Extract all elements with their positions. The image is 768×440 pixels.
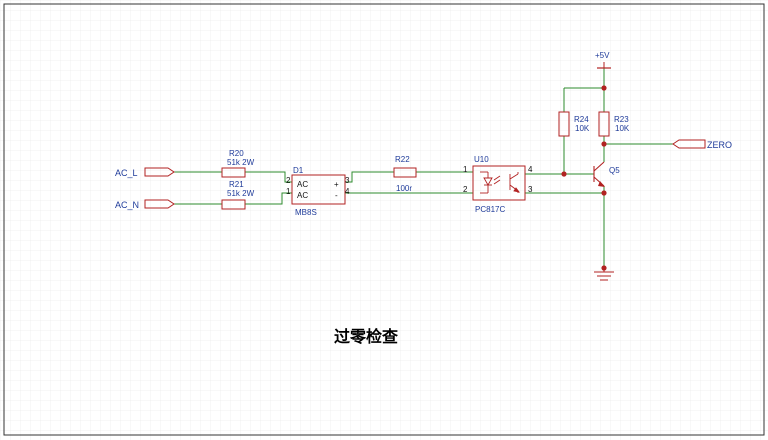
d1-pin-plus-label: + — [334, 180, 339, 189]
r22-ref: R22 — [395, 155, 410, 164]
power-5v-label: +5V — [595, 51, 610, 60]
d1-pin3-number: 3 — [345, 176, 350, 185]
d1-part: MB8S — [295, 208, 317, 217]
d1-ref: D1 — [293, 166, 304, 175]
u10-pin3-number: 3 — [528, 185, 533, 194]
d1-pin-ac1-label: AC — [297, 180, 308, 189]
ground-icon[interactable] — [594, 268, 614, 281]
port-zero[interactable]: ZERO — [672, 139, 732, 150]
u10-pin1-number: 1 — [463, 165, 468, 174]
port-ac-l[interactable]: AC_L — [115, 167, 175, 178]
resistor-r22[interactable]: R22 100r — [393, 155, 417, 193]
transistor-q5[interactable]: Q5 — [593, 161, 620, 187]
power-5v[interactable]: +5V — [595, 51, 611, 69]
r21-value: 51k 2W — [227, 189, 255, 198]
d1-pin2-number: 2 — [286, 176, 291, 185]
u10-ref: U10 — [474, 155, 489, 164]
u10-pin4-number: 4 — [528, 165, 533, 174]
port-zero-label: ZERO — [707, 140, 732, 150]
u10-pin2-number: 2 — [463, 185, 468, 194]
resistor-r21[interactable]: R21 51k 2W — [221, 180, 255, 210]
port-ac-n[interactable]: AC_N — [115, 199, 175, 210]
resistor-r20[interactable]: R20 51k 2W — [221, 149, 255, 178]
junction-dot — [561, 171, 567, 177]
d1-pin1-number: 1 — [286, 187, 291, 196]
led-icon — [480, 171, 501, 194]
junction-dot — [601, 85, 607, 91]
junction-dot — [601, 190, 607, 196]
r20-value: 51k 2W — [227, 158, 255, 167]
resistor-r24[interactable]: R24 10K — [558, 111, 590, 137]
sheet-frame — [3, 3, 765, 436]
r20-ref: R20 — [229, 149, 244, 158]
resistor-r23[interactable]: R23 10K — [598, 111, 630, 137]
d1-pin-ac2-label: AC — [297, 191, 308, 200]
emitter-arrow-icon — [598, 181, 605, 187]
diagram-title: 过零检查 — [334, 327, 398, 346]
r23-ref: R23 — [614, 115, 629, 124]
bridge-rectifier-d1[interactable]: D1 MB8S AC AC + - 2 1 3 4 — [286, 166, 350, 217]
r22-value: 100r — [396, 184, 412, 193]
wires — [174, 68, 673, 268]
q5-ref: Q5 — [609, 166, 620, 175]
r24-value: 10K — [575, 124, 590, 133]
phototransistor-icon — [509, 172, 521, 193]
r21-ref: R21 — [229, 180, 244, 189]
junctions — [561, 85, 607, 271]
junction-dot — [601, 141, 607, 147]
port-ac-l-label: AC_L — [115, 168, 138, 178]
u10-part: PC817C — [475, 205, 505, 214]
r24-ref: R24 — [574, 115, 589, 124]
optocoupler-u10[interactable]: U10 PC817C 1 2 4 3 — [463, 155, 533, 214]
r23-value: 10K — [615, 124, 630, 133]
d1-pin4-number: 4 — [345, 187, 350, 196]
port-ac-n-label: AC_N — [115, 200, 139, 210]
d1-pin-minus-label: - — [335, 191, 338, 200]
